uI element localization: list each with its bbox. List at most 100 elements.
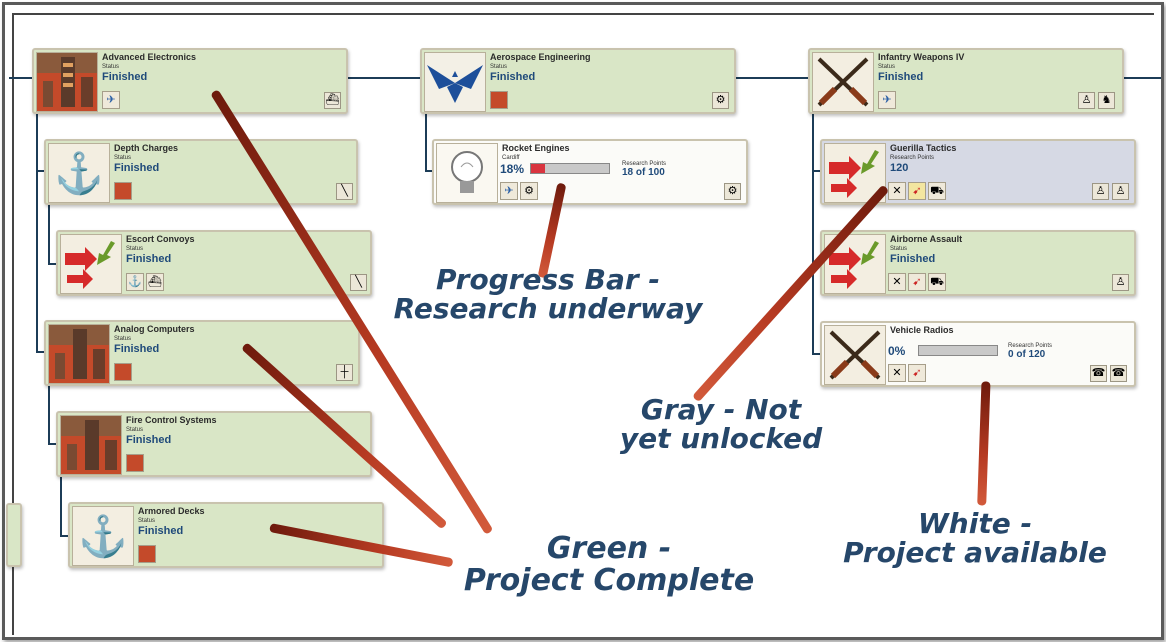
lightbulb-icon bbox=[436, 143, 498, 203]
crossed-rifles-icon[interactable]: ✕ bbox=[888, 273, 906, 291]
card-armored-decks[interactable]: ⚓ Armored Decks Status Finished bbox=[68, 502, 384, 568]
status-value: Finished bbox=[126, 434, 172, 446]
torpedo-icon[interactable]: ╲ bbox=[336, 183, 353, 200]
cavalry-icon[interactable]: ♞ bbox=[1098, 92, 1115, 109]
engine-icon[interactable]: ⚙ bbox=[520, 182, 538, 200]
factory-icon[interactable] bbox=[114, 363, 132, 381]
connector-line bbox=[36, 351, 48, 353]
card-title: Infantry Weapons IV bbox=[878, 52, 965, 62]
card-title: Rocket Engines bbox=[502, 143, 570, 153]
ship-icon[interactable]: ⛴ bbox=[324, 92, 341, 109]
tactics-arrows-icon[interactable]: ➹ bbox=[908, 273, 926, 291]
anchor-icon: ⚓ bbox=[48, 143, 110, 203]
connector-line bbox=[346, 77, 426, 79]
card-infantry-weapons-iv[interactable]: Infantry Weapons IV Status Finished ✈ ♙ … bbox=[808, 48, 1124, 114]
card-airborne-assault[interactable]: Airborne Assault Status Finished ✕ ➹ ⛟ ♙ bbox=[820, 230, 1136, 296]
card-vehicle-radios[interactable]: Vehicle Radios 0% Research Points 0 of 1… bbox=[820, 321, 1136, 387]
research-points-label: Research Points bbox=[890, 155, 935, 161]
engine-icon[interactable]: ⚙ bbox=[724, 183, 741, 200]
anchor-icon[interactable]: ⚓ bbox=[126, 273, 144, 291]
caption-white: White - Project available bbox=[830, 509, 1120, 568]
engine-icon[interactable]: ⚙ bbox=[712, 92, 729, 109]
card-fire-control-systems[interactable]: Fire Control Systems Status Finished bbox=[56, 411, 372, 477]
card-guerilla-tactics[interactable]: Guerilla Tactics Research Points 120 ✕ ➹… bbox=[820, 139, 1136, 205]
caption-green-line2: Project Complete bbox=[463, 562, 755, 598]
caption-gray-line2: yet unlocked bbox=[619, 422, 823, 456]
status-value: Finished bbox=[114, 162, 160, 174]
caption-green: Green - Project Complete bbox=[454, 533, 764, 596]
research-points-value: 0 of 120 bbox=[1008, 349, 1046, 360]
soldier-icon[interactable]: ♙ bbox=[1112, 183, 1129, 200]
caption-gray-line1: Gray - Not bbox=[640, 393, 802, 426]
tactics-arrows-icon[interactable]: ➹ bbox=[908, 182, 926, 200]
caption-progress: Progress Bar - Research underway bbox=[388, 265, 708, 324]
connector-line bbox=[36, 170, 48, 172]
torpedo-icon[interactable]: ╲ bbox=[350, 274, 367, 291]
tactics-arrows-icon[interactable]: ➹ bbox=[908, 364, 926, 382]
anchor-icon: ⚓ bbox=[72, 506, 134, 566]
connector-line bbox=[36, 110, 38, 352]
crossed-rifles-icon bbox=[824, 325, 886, 385]
card-rocket-engines[interactable]: Rocket Engines Cardiff 18% Research Poin… bbox=[432, 139, 748, 205]
radio-icon[interactable]: ☎ bbox=[1090, 365, 1107, 382]
card-advanced-electronics[interactable]: Advanced Electronics Status Finished ✈ ⛴ bbox=[32, 48, 348, 114]
status-value: Finished bbox=[102, 71, 148, 83]
annotation-arrow bbox=[977, 381, 991, 506]
status-label: Status bbox=[890, 246, 908, 252]
air-force-wings-icon[interactable]: ✈ bbox=[500, 182, 518, 200]
convoy-arrows-icon bbox=[60, 234, 122, 294]
card-title: Airborne Assault bbox=[890, 234, 963, 244]
convoy-ship-icon[interactable]: ⛴ bbox=[146, 273, 164, 291]
tactics-arrows-icon bbox=[824, 143, 886, 203]
connector-line bbox=[48, 443, 60, 445]
status-label: Status bbox=[126, 427, 144, 433]
card-aerospace-engineering[interactable]: Aerospace Engineering Status Finished ⚙ bbox=[420, 48, 736, 114]
card-title: Vehicle Radios bbox=[890, 325, 954, 335]
factory-icon[interactable] bbox=[490, 91, 508, 109]
card-title: Advanced Electronics bbox=[102, 52, 197, 62]
tech-tree-canvas: Advanced Electronics Status Finished ✈ ⛴… bbox=[6, 13, 1161, 635]
card-depth-charges[interactable]: ⚓ Depth Charges Status Finished ╲ bbox=[44, 139, 358, 205]
status-label: Status bbox=[490, 64, 508, 70]
air-force-wings-icon[interactable]: ✈ bbox=[878, 91, 896, 109]
soldier-icon[interactable]: ♙ bbox=[1112, 274, 1129, 291]
card-title: Analog Computers bbox=[114, 324, 195, 334]
status-value: Finished bbox=[114, 343, 160, 355]
location-label: Cardiff bbox=[502, 155, 520, 161]
air-force-wings-icon[interactable]: ✈ bbox=[102, 91, 120, 109]
radio-icon[interactable]: ☎ bbox=[1110, 365, 1127, 382]
research-points-label: Research Points bbox=[622, 161, 667, 167]
status-value: Finished bbox=[878, 71, 924, 83]
vehicle-icon[interactable]: ⛟ bbox=[928, 273, 946, 291]
card-analog-computers[interactable]: Analog Computers Status Finished ┼ bbox=[44, 320, 360, 386]
soldier-icon[interactable]: ♙ bbox=[1078, 92, 1095, 109]
crossed-rifles-icon[interactable]: ✕ bbox=[888, 182, 906, 200]
card-title: Aerospace Engineering bbox=[490, 52, 591, 62]
status-label: Status bbox=[138, 518, 156, 524]
caption-green-line1: Green - bbox=[546, 531, 672, 566]
connector-line bbox=[9, 77, 34, 79]
soldier-icon[interactable]: ♙ bbox=[1092, 183, 1109, 200]
status-value: Finished bbox=[126, 253, 172, 265]
factory-icon[interactable] bbox=[138, 545, 156, 563]
caption-gray: Gray - Not yet unlocked bbox=[606, 395, 836, 454]
card-title: Armored Decks bbox=[138, 506, 205, 516]
crossed-rifles-icon[interactable]: ✕ bbox=[888, 364, 906, 382]
connector-line bbox=[60, 475, 62, 537]
factory-icon[interactable] bbox=[114, 182, 132, 200]
card-title: Escort Convoys bbox=[126, 234, 195, 244]
factory-icon[interactable] bbox=[126, 454, 144, 472]
tactics-arrows-icon bbox=[824, 234, 886, 294]
status-label: Status bbox=[126, 246, 144, 252]
connector-line bbox=[425, 110, 427, 172]
caption-white-line2: Project available bbox=[843, 536, 1107, 570]
gun-turret-icon[interactable]: ┼ bbox=[336, 364, 353, 381]
status-label: Status bbox=[114, 155, 132, 161]
progress-percent: 0% bbox=[888, 344, 906, 358]
connector-line bbox=[812, 353, 824, 355]
crossed-rifles-icon bbox=[812, 52, 874, 112]
vehicle-icon[interactable]: ⛟ bbox=[928, 182, 946, 200]
progress-bar bbox=[918, 345, 998, 356]
connector-line bbox=[60, 535, 72, 537]
